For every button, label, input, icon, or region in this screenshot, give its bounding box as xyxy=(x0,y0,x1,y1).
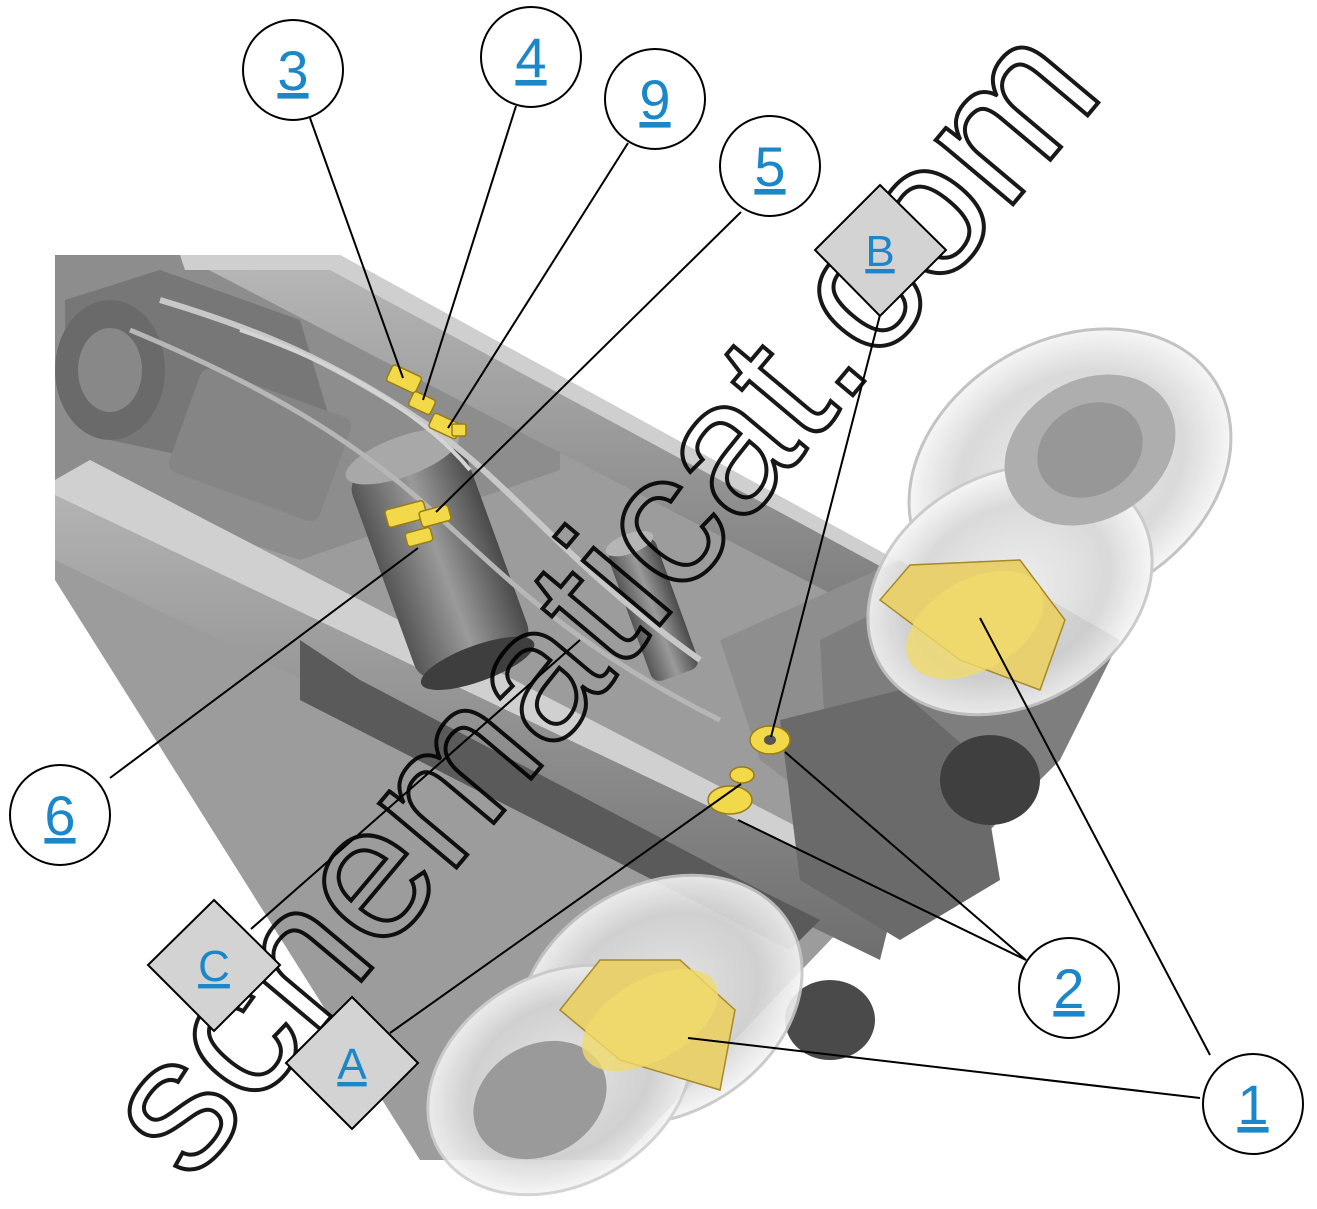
callout-9[interactable]: 9 xyxy=(604,48,706,150)
callout-2-label: 2 xyxy=(1053,957,1084,1020)
brake-drum-upper xyxy=(878,559,1066,691)
callout-2[interactable]: 2 xyxy=(1018,937,1120,1039)
callout-9-label: 9 xyxy=(639,68,670,131)
callout-5[interactable]: 5 xyxy=(719,115,821,217)
callout-6-label: 6 xyxy=(44,784,75,847)
chassis-illustration xyxy=(55,255,1233,1197)
detail-tag-c[interactable]: C xyxy=(146,898,282,1033)
callout-5-label: 5 xyxy=(754,135,785,198)
detail-tag-a[interactable]: A xyxy=(284,995,420,1131)
callout-4[interactable]: 4 xyxy=(480,6,582,108)
detail-tag-b[interactable]: B xyxy=(813,183,948,318)
callout-4-label: 4 xyxy=(515,26,546,89)
callout-6[interactable]: 6 xyxy=(9,764,111,866)
valve-cluster-middle xyxy=(384,500,452,548)
detail-tag-c-label: C xyxy=(198,942,230,991)
callout-3[interactable]: 3 xyxy=(242,19,344,121)
brake-drum-lower xyxy=(558,959,736,1091)
valve-cluster-upper xyxy=(385,364,467,440)
sensor-lower xyxy=(707,766,755,815)
callout-1[interactable]: 1 xyxy=(1202,1053,1304,1155)
sensor-upper xyxy=(749,725,791,755)
callout-3-label: 3 xyxy=(277,39,308,102)
callout-1-label: 1 xyxy=(1237,1073,1268,1136)
leader-lines xyxy=(109,105,1211,1099)
detail-tag-b-label: B xyxy=(865,227,894,276)
detail-tag-a-label: A xyxy=(337,1040,367,1089)
